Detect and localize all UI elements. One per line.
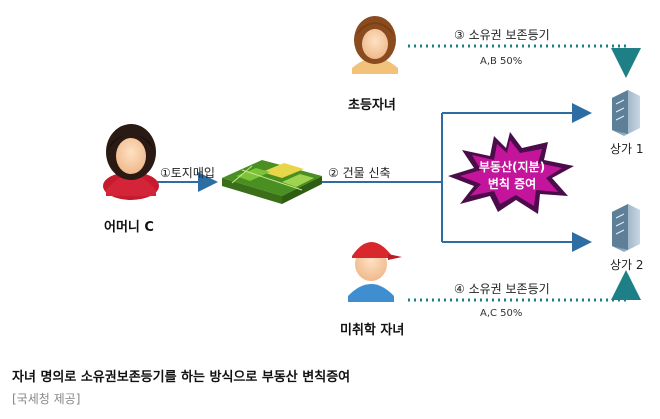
land-parcel-icon	[222, 160, 322, 204]
elementary-child-icon	[352, 16, 398, 74]
burst-line-1: 부동산(지분)	[479, 159, 545, 174]
step-registration-bottom: ④ 소유권 보존등기	[454, 282, 550, 296]
elementary-child-label: 초등자녀	[348, 98, 396, 113]
gift-burst: 부동산(지분) 변칙 증여	[448, 132, 574, 214]
mother-icon	[103, 124, 159, 200]
diagram-canvas: 부동산(지분) 변칙 증여	[103, 16, 641, 302]
step-construction: ② 건물 신축	[328, 166, 391, 180]
registration-arrows	[408, 44, 641, 302]
step-land-purchase: ①토지매입	[160, 166, 215, 180]
flow-arrows	[157, 103, 592, 252]
building-2-icon	[612, 204, 640, 252]
figure-source: [국세청 제공]	[12, 392, 81, 406]
minor-child-icon	[348, 242, 402, 302]
minor-child-label: 미취학 자녀	[340, 323, 405, 338]
burst-line-2: 변칙 증여	[488, 176, 536, 191]
mother-label: 어머니 C	[104, 220, 154, 235]
share-bottom: A,C 50%	[480, 308, 523, 319]
building-1-icon	[612, 90, 640, 136]
share-top: A,B 50%	[480, 56, 523, 67]
step-registration-top: ③ 소유권 보존등기	[454, 28, 550, 42]
figure-caption: 자녀 명의로 소유권보존등기를 하는 방식으로 부동산 변칙증여	[12, 370, 351, 385]
shop-2-label: 상가 2	[610, 258, 644, 272]
shop-1-label: 상가 1	[610, 142, 644, 156]
